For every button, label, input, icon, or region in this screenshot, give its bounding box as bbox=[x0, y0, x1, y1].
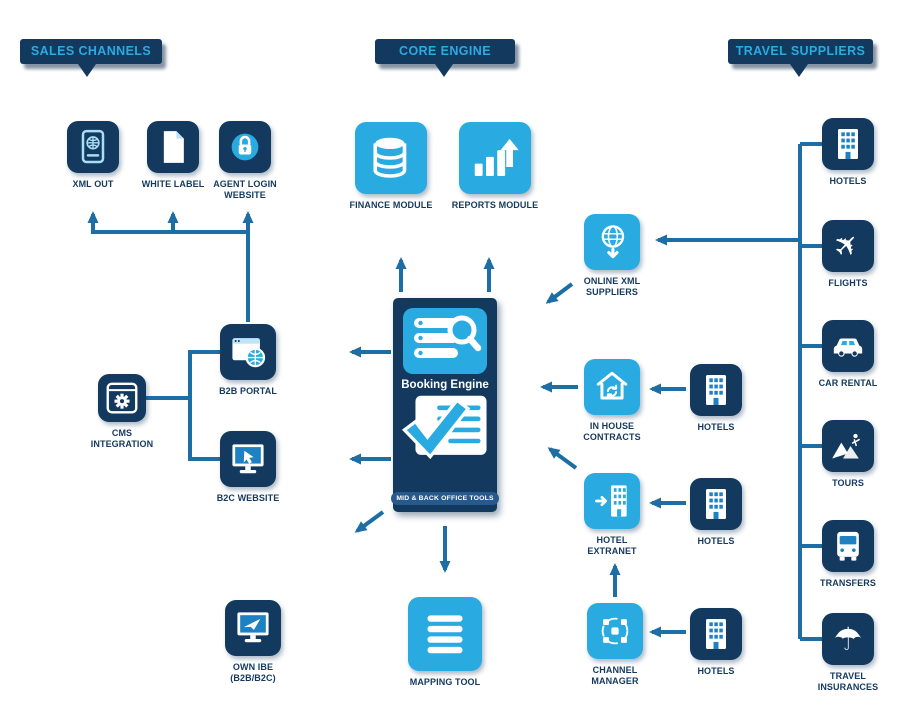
header-travel-suppliers-label: TRAVEL SUPPLIERS bbox=[735, 44, 866, 58]
node-white-label: WHITE LABEL bbox=[118, 121, 228, 190]
car-rental-label: CAR RENTAL bbox=[818, 378, 878, 388]
bus-icon bbox=[822, 520, 874, 572]
mountains-hiker-icon bbox=[822, 420, 874, 472]
hotels-label: HOTELS bbox=[697, 422, 735, 432]
node-hotel-extranet: HOTEL EXTRANET bbox=[557, 473, 667, 558]
browser-globe-icon bbox=[220, 324, 276, 380]
header-tail bbox=[435, 64, 453, 77]
travel-insurances-label: TRAVEL INSURANCES bbox=[817, 671, 879, 693]
white-label-label: WHITE LABEL bbox=[141, 179, 205, 189]
airplane-glyph: ✈ bbox=[826, 224, 869, 267]
transfers-label: TRANSFERS bbox=[820, 578, 876, 588]
window-gear-icon bbox=[98, 374, 146, 422]
cms-integration-label: CMS INTEGRATION bbox=[90, 428, 154, 450]
node-flights: ✈ FLIGHTS bbox=[793, 220, 900, 289]
hotels-label: HOTELS bbox=[829, 176, 867, 186]
node-hotels-in-house: HOTELS bbox=[661, 364, 771, 433]
booking-engine-title: Booking Engine bbox=[401, 379, 489, 391]
own-ibe-label: OWN IBE (B2B/B2C) bbox=[230, 662, 276, 684]
house-sync-icon bbox=[584, 359, 640, 415]
channel-hub-icon bbox=[587, 603, 643, 659]
header-sales-channels: SALES CHANNELS bbox=[20, 39, 162, 77]
server-search-icon bbox=[403, 308, 487, 374]
node-xml-out: XML OUT bbox=[38, 121, 148, 190]
car-icon bbox=[822, 320, 874, 372]
header-core-engine-label: CORE ENGINE bbox=[399, 44, 491, 58]
umbrella-glyph: ☂ bbox=[833, 620, 863, 658]
header-sales-channels-label: SALES CHANNELS bbox=[30, 44, 152, 58]
online-xml-suppliers-label: ONLINE XML SUPPLIERS bbox=[583, 276, 641, 298]
monitor-plane-icon bbox=[225, 600, 281, 656]
bar-chart-icon bbox=[459, 122, 531, 194]
reports-module-label: REPORTS MODULE bbox=[451, 200, 539, 210]
node-channel-manager: CHANNEL MANAGER bbox=[560, 603, 670, 688]
globe-download-icon bbox=[584, 214, 640, 270]
channel-manager-label: CHANNEL MANAGER bbox=[591, 665, 639, 687]
node-online-xml-suppliers: ONLINE XML SUPPLIERS bbox=[557, 214, 667, 299]
node-b2b-portal: B2B PORTAL bbox=[193, 324, 303, 397]
node-cms-integration: CMS INTEGRATION bbox=[67, 374, 177, 451]
list-lines-icon bbox=[408, 597, 482, 671]
b2c-website-label: B2C WEBSITE bbox=[216, 493, 280, 503]
header-core-engine: CORE ENGINE bbox=[375, 39, 515, 77]
node-own-ibe: OWN IBE (B2B/B2C) bbox=[198, 600, 308, 685]
database-coins-icon bbox=[355, 122, 427, 194]
booking-engine-subtitle: MID & BACK OFFICE TOOLS bbox=[391, 492, 499, 505]
airplane-icon: ✈ bbox=[822, 220, 874, 272]
arrow-extranet-to-engine bbox=[547, 447, 578, 470]
monitor-cursor-icon bbox=[220, 431, 276, 487]
hotel-extranet-label: HOTEL EXTRANET bbox=[587, 535, 637, 557]
hotels-label: HOTELS bbox=[697, 536, 735, 546]
node-tours: TOURS bbox=[793, 420, 900, 489]
agent-login-label: AGENT LOGIN WEBSITE bbox=[213, 179, 277, 201]
node-in-house-contracts: IN HOUSE CONTRACTS bbox=[557, 359, 667, 444]
hotels-label: HOTELS bbox=[697, 666, 735, 676]
hotel-building-icon bbox=[822, 118, 874, 170]
b2b-portal-label: B2B PORTAL bbox=[219, 386, 277, 396]
flights-label: FLIGHTS bbox=[828, 278, 868, 288]
node-agent-login: AGENT LOGIN WEBSITE bbox=[190, 121, 300, 202]
node-transfers: TRANSFERS bbox=[793, 520, 900, 589]
arrow-engine-to-own-ibe bbox=[354, 510, 385, 533]
node-reports-module: REPORTS MODULE bbox=[440, 122, 550, 211]
passport-icon bbox=[67, 121, 119, 173]
header-travel-suppliers: TRAVEL SUPPLIERS bbox=[728, 39, 873, 77]
header-tail bbox=[78, 64, 96, 77]
node-finance-module: FINANCE MODULE bbox=[336, 122, 446, 211]
node-car-rental: CAR RENTAL bbox=[793, 320, 900, 389]
lock-icon bbox=[219, 121, 271, 173]
xml-out-label: XML OUT bbox=[72, 179, 114, 189]
finance-module-label: FINANCE MODULE bbox=[349, 200, 433, 210]
umbrella-icon: ☂ bbox=[822, 613, 874, 665]
hotel-building-icon bbox=[690, 364, 742, 416]
node-mapping-tool: MAPPING TOOL bbox=[390, 597, 500, 688]
in-house-contracts-label: IN HOUSE CONTRACTS bbox=[583, 421, 641, 443]
node-b2c-website: B2C WEBSITE bbox=[193, 431, 303, 504]
header-tail bbox=[790, 64, 808, 77]
booking-engine-box: Booking Engine MID & BACK OFFICE TOOLS bbox=[391, 298, 499, 512]
node-hotels-extranet: HOTELS bbox=[661, 478, 771, 547]
node-hotels-channel: HOTELS bbox=[661, 608, 771, 677]
node-hotels-supplier: HOTELS bbox=[793, 118, 900, 187]
building-arrow-icon bbox=[584, 473, 640, 529]
tours-label: TOURS bbox=[832, 478, 864, 488]
hotel-building-icon bbox=[690, 608, 742, 660]
checklist-document-icon bbox=[401, 395, 487, 460]
node-travel-insurances: ☂ TRAVEL INSURANCES bbox=[793, 613, 900, 694]
mapping-tool-label: MAPPING TOOL bbox=[409, 677, 481, 687]
hotel-building-icon bbox=[690, 478, 742, 530]
document-icon bbox=[147, 121, 199, 173]
